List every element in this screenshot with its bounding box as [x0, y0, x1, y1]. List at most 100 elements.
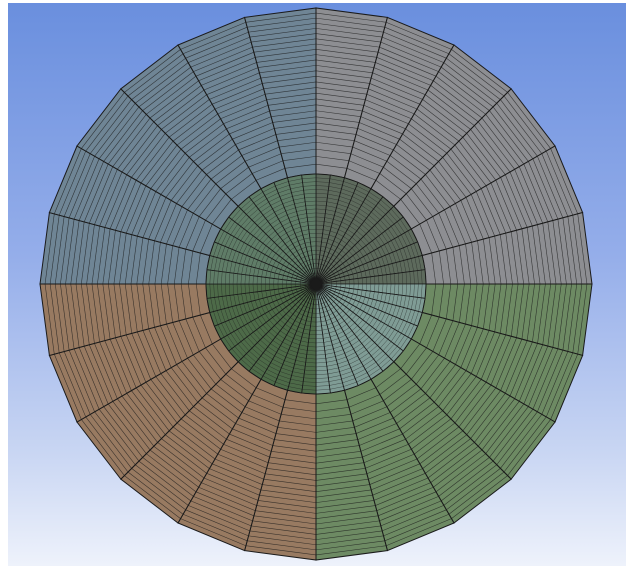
mesh-layer-line — [229, 433, 272, 452]
mesh-layer-line — [182, 513, 248, 542]
mesh-layer-line — [408, 123, 448, 154]
mesh-layer-line — [193, 183, 217, 214]
mesh-layer-line — [507, 92, 551, 149]
mesh-layer-line — [315, 92, 366, 101]
mesh-layer-line — [514, 343, 538, 399]
mesh-layer-line — [271, 110, 317, 117]
mesh-layer-line — [572, 283, 583, 353]
mesh-layer-line — [441, 460, 494, 502]
mesh-layer-line — [113, 283, 122, 337]
mesh-layer-line — [249, 530, 317, 540]
mesh-layer-line — [272, 445, 317, 452]
mesh-layer-line — [124, 283, 133, 334]
mesh-layer-line — [474, 125, 511, 173]
mesh-layer-line — [380, 41, 442, 68]
mesh-layer-line — [271, 451, 317, 458]
mesh-layer-line — [503, 95, 547, 152]
mesh-layer-line — [315, 122, 358, 129]
mesh-layer-line — [284, 399, 317, 405]
mesh-layer-line — [547, 221, 557, 285]
mesh-layer-line — [257, 59, 317, 68]
mesh-layer-line — [166, 323, 183, 362]
inner-ring-line — [248, 216, 384, 352]
mesh-layer-line — [414, 113, 456, 146]
mesh-layer-line — [348, 160, 380, 174]
mesh-layer-line — [572, 215, 583, 285]
mesh-layer-line — [188, 250, 194, 285]
mesh-layer-line — [380, 500, 442, 527]
mesh-layer-line — [471, 242, 478, 285]
mesh-layer-line — [146, 75, 197, 115]
mesh-layer-line — [390, 388, 422, 413]
mesh-layer-line — [521, 228, 530, 285]
mesh-layer-line — [192, 316, 206, 348]
mesh-layer-line — [195, 491, 255, 517]
mesh-layer-line — [155, 152, 186, 192]
mesh-layer-line — [275, 128, 317, 135]
mesh-layer-line — [419, 223, 432, 254]
mesh-layer-line — [444, 209, 460, 246]
mesh-layer-line — [281, 148, 317, 155]
mesh-layer-line — [379, 46, 439, 72]
mesh-layer-line — [75, 283, 85, 347]
mesh-layer-line — [165, 370, 194, 407]
mesh-layer-line — [205, 347, 227, 375]
mesh-layer-line — [315, 116, 360, 123]
mesh-layer-line — [315, 456, 363, 464]
mesh-layer-line — [475, 191, 495, 237]
inner-ring-line — [236, 204, 396, 364]
mesh-layer-line — [269, 104, 317, 112]
mesh-layer-line — [138, 460, 191, 502]
mesh-layer-line — [315, 156, 350, 162]
mesh-layer-line — [454, 144, 487, 186]
mesh-layer-line — [425, 174, 451, 207]
mesh-layer-line — [206, 473, 260, 496]
mesh-layer-line — [176, 113, 218, 146]
mesh-layer-line — [173, 283, 180, 321]
mesh-layer-line — [284, 163, 317, 169]
mesh-layer-line — [315, 17, 385, 28]
mesh-layer-line — [107, 403, 147, 454]
mesh-layer-line — [187, 358, 212, 390]
mesh-layer-line — [97, 227, 106, 285]
mesh-layer-line — [315, 28, 383, 38]
mesh-layer-line — [182, 26, 248, 55]
mesh-layer-line — [274, 439, 317, 446]
mesh-layer-line — [315, 545, 387, 556]
mesh-layer-line — [80, 223, 90, 285]
mesh-layer-line — [172, 322, 188, 359]
mesh-layer-line — [315, 505, 376, 514]
mesh-layer-line — [438, 283, 444, 318]
mesh-layer-line — [384, 26, 450, 55]
mesh-layer-line — [200, 314, 213, 345]
mesh-model[interactable] — [8, 3, 626, 566]
mesh-layer-line — [383, 31, 447, 59]
mesh-layer-line — [415, 354, 439, 385]
mesh-layer-line — [443, 464, 497, 506]
graphics-viewport[interactable] — [8, 3, 626, 566]
mesh-layer-line — [438, 213, 454, 248]
mesh-layer-line — [49, 283, 60, 353]
mesh-layer-line — [259, 65, 317, 74]
mesh-layer-line — [402, 133, 439, 162]
mesh-layer-line — [449, 206, 466, 245]
mesh-layer-line — [172, 426, 216, 460]
mesh-layer-line — [500, 339, 523, 391]
mesh-layer-line — [346, 168, 377, 181]
mesh-layer-line — [149, 80, 199, 119]
mesh-layer-line — [193, 406, 230, 435]
mesh-layer-line — [386, 22, 452, 50]
mesh-layer-line — [448, 53, 505, 97]
inner-disk-body[interactable] — [205, 173, 427, 395]
mesh-layer-line — [257, 500, 317, 509]
mesh-layer-line — [442, 157, 472, 195]
mesh-layer-line — [505, 340, 528, 394]
mesh-layer-line — [532, 283, 541, 343]
outer-ring-body[interactable] — [39, 7, 593, 561]
mesh-layer-line — [545, 352, 574, 418]
mesh-layer-line — [195, 283, 201, 316]
mesh-layer-line — [521, 283, 530, 340]
mesh-layer-line — [210, 388, 242, 413]
mesh-layer-line — [411, 188, 434, 217]
mesh-layer-line — [220, 99, 267, 120]
